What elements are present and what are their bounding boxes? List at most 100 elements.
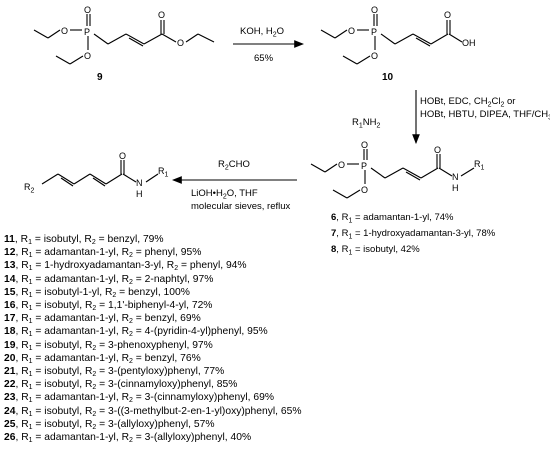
product-entry: 23, R1 = adamantan-1-yl, R2 = 3-(cinnamy… bbox=[4, 392, 275, 405]
product-h-atom: H bbox=[136, 189, 143, 199]
product-number: 20 bbox=[4, 352, 16, 364]
compound-9-o-atom: O bbox=[84, 5, 91, 15]
product-entry: 14, R1 = adamantan-1-yl, R2 = 2-naphtyl,… bbox=[4, 273, 214, 286]
amide-list: 6, R1 = adamantan-1-yl, 74% 7, R1 = 1-hy… bbox=[331, 212, 496, 257]
product-number: 19 bbox=[4, 339, 16, 351]
product-r2: phenyl, 95% bbox=[144, 247, 202, 259]
product-r1: isobutyl bbox=[44, 339, 80, 351]
compound-9-o-atom: O bbox=[158, 10, 165, 20]
step3-conditions-line2: molecular sieves, reflux bbox=[191, 201, 291, 212]
product-r2: 3-(pentyloxy)phenyl, 77% bbox=[108, 366, 225, 378]
product-entry: 21, R1 = isobutyl, R2 = 3-(pentyloxy)phe… bbox=[4, 366, 225, 379]
compound-10-o-atom: O bbox=[348, 26, 355, 36]
compound-10-oh-group: OH bbox=[462, 38, 476, 48]
amide-entry: 7, R1 = 1-hydroxyadamantan-3-yl, 78% bbox=[331, 228, 496, 241]
compound-9-structure bbox=[33, 14, 215, 65]
product-r2: benzyl, 69% bbox=[144, 313, 201, 325]
step2-conditions-line2: HOBt, HBTU, DIPEA, THF/CH3CN bbox=[420, 109, 550, 122]
product-r1: adamantan-1-yl bbox=[44, 392, 116, 404]
product-r2: phenyl, 94% bbox=[189, 260, 247, 272]
product-number: 17 bbox=[4, 313, 16, 325]
step3-aldehyde: R2CHO bbox=[218, 159, 250, 172]
product-entry: 12, R1 = adamantan-1-yl, R2 = phenyl, 95… bbox=[4, 247, 202, 260]
product-number: 22 bbox=[4, 379, 16, 391]
product-r1: adamantan-1-yl bbox=[44, 432, 116, 444]
product-list: 11, R1 = isobutyl, R2 = benzyl, 79%12, R… bbox=[4, 233, 301, 444]
product-number: 13 bbox=[4, 260, 16, 272]
product-number: 25 bbox=[4, 418, 16, 430]
product-r1: isobutyl bbox=[43, 234, 79, 245]
product-r1: 1-hydroxyadamantan-3-yl bbox=[44, 260, 162, 272]
step3-conditions-line1: LiOH•H2O, THF bbox=[191, 188, 258, 201]
compound-10-o-atom: O bbox=[444, 10, 451, 20]
product-r1-group: R1 bbox=[158, 166, 169, 179]
product-entry: 24, R1 = isobutyl, R2 = 3-((3-methylbut-… bbox=[4, 405, 302, 418]
product-r2-group: R2 bbox=[24, 182, 35, 195]
product-n-atom: N bbox=[136, 178, 143, 188]
product-number: 26 bbox=[4, 432, 16, 444]
product-r1: adamantan-1-yl bbox=[44, 273, 116, 285]
product-number: 14 bbox=[4, 273, 16, 285]
product-r2: 3-(allyloxy)phenyl, 57% bbox=[108, 418, 215, 430]
amide-o-atom: O bbox=[361, 140, 368, 150]
product-r1: adamantan-1-yl bbox=[44, 352, 116, 364]
product-entry: 18, R1 = adamantan-1-yl, R2 = 4-(pyridin… bbox=[4, 326, 268, 339]
product-r2: 4-(pyridin-4-yl)phenyl, 95% bbox=[144, 326, 268, 338]
product-r1: isobutyl bbox=[44, 300, 80, 312]
compound-10-label: 10 bbox=[382, 72, 394, 83]
amide-p-atom: P bbox=[361, 161, 367, 171]
product-number: 21 bbox=[4, 366, 16, 378]
product-entry: 20, R1 = adamantan-1-yl, R2 = benzyl, 76… bbox=[4, 352, 201, 365]
compound-9-o-atom: O bbox=[84, 51, 91, 61]
product-r2: 1,1'-biphenyl-4-yl, 72% bbox=[108, 300, 213, 312]
product-r1: isobutyl-1-yl bbox=[44, 286, 100, 298]
amide-h-atom: H bbox=[452, 183, 459, 193]
step1-reagent: KOH, H2O bbox=[240, 26, 284, 39]
product-r2: 3-(allyloxy)phenyl, 40% bbox=[144, 432, 252, 444]
product-r2: benzyl, 76% bbox=[144, 352, 201, 364]
product-r1: adamantan-1-yl bbox=[44, 313, 116, 325]
product-number: 23 bbox=[4, 392, 16, 404]
product-entry: 25, R1 = isobutyl, R2 = 3-(allyloxy)phen… bbox=[4, 418, 215, 431]
compound-10-structure bbox=[320, 14, 463, 65]
product-r1: adamantan-1-yl bbox=[44, 247, 116, 259]
amide-r1-group: R1 bbox=[474, 159, 485, 172]
product-o-atom: O bbox=[119, 151, 126, 161]
product-r1: isobutyl bbox=[44, 379, 80, 391]
compound-10-o-atom: O bbox=[371, 51, 378, 61]
product-number: 11 bbox=[4, 234, 15, 245]
product-r2: benzyl, 100% bbox=[128, 286, 190, 298]
amide-o-atom: O bbox=[434, 145, 441, 155]
product-r1: isobutyl bbox=[44, 405, 80, 417]
step2-amine: R1NH2 bbox=[352, 117, 381, 130]
amide-n-atom: N bbox=[452, 172, 459, 182]
amide-o-atom: O bbox=[361, 185, 368, 195]
product-number: 16 bbox=[4, 300, 16, 312]
product-number: 24 bbox=[4, 405, 16, 417]
product-r1: isobutyl bbox=[44, 418, 80, 430]
amide-entry: 6, R1 = adamantan-1-yl, 74% bbox=[331, 212, 454, 225]
compound-9-p-atom: P bbox=[84, 27, 90, 37]
compound-9-label: 9 bbox=[97, 72, 103, 83]
product-r2: 3-(cinnamyloxy)phenyl, 69% bbox=[144, 392, 275, 404]
compound-9-o-atom: O bbox=[61, 26, 68, 36]
compound-10-p-atom: P bbox=[371, 27, 377, 37]
product-entry: 16, R1 = isobutyl, R2 = 1,1'-biphenyl-4-… bbox=[4, 300, 213, 313]
product-r2: 2-naphtyl, 97% bbox=[144, 273, 214, 285]
product-number: 15 bbox=[4, 286, 16, 298]
product-entry: 15, R1 = isobutyl-1-yl, R2 = benzyl, 100… bbox=[4, 286, 190, 299]
product-r2: 3-phenoxyphenyl, 97% bbox=[108, 339, 213, 351]
amide-entry: 8, R1 = isobutyl, 42% bbox=[331, 244, 420, 257]
product-entry: 19, R1 = isobutyl, R2 = 3-phenoxyphenyl,… bbox=[4, 339, 213, 352]
product-r2: 3-((3-methylbut-2-en-1-yl)oxy)phenyl, 65… bbox=[108, 405, 302, 417]
compound-9-o-atom: O bbox=[177, 38, 184, 48]
amide-structure bbox=[310, 149, 475, 199]
amide-o-atom: O bbox=[338, 160, 345, 170]
product-entry: 26, R1 = adamantan-1-yl, R2 = 3-(allylox… bbox=[4, 432, 252, 445]
product-entry: 11, R1 = isobutyl, R2 = benzyl, 79% bbox=[4, 234, 164, 246]
step1-yield: 65% bbox=[254, 53, 274, 64]
product-r2: benzyl, 79% bbox=[107, 234, 164, 245]
product-number: 12 bbox=[4, 247, 16, 259]
product-r1: adamantan-1-yl bbox=[44, 326, 116, 338]
